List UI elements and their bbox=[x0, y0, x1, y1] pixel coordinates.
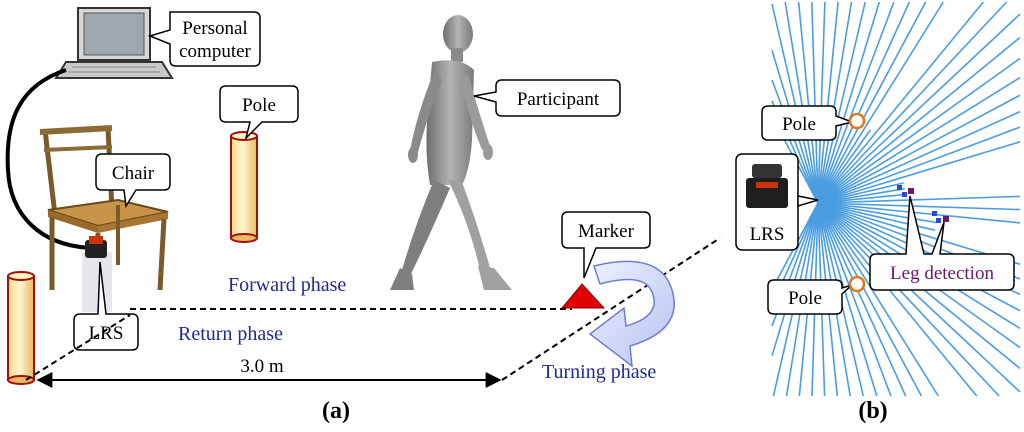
laser-ray bbox=[817, 1, 944, 204]
laser-ray bbox=[817, 126, 1021, 204]
chair-callout: Chair bbox=[95, 153, 171, 209]
laser-ray bbox=[817, 202, 892, 397]
laser-ray bbox=[771, 3, 819, 204]
laser-ray bbox=[817, 110, 1021, 204]
pole-marker-bottom bbox=[848, 275, 866, 293]
forward-phase-label: Forward phase bbox=[228, 274, 346, 296]
laser-ray bbox=[771, 79, 819, 204]
laser-ray bbox=[811, 1, 819, 204]
leg-detection-points bbox=[897, 185, 949, 223]
panel-a-label: (a) bbox=[322, 398, 350, 424]
far-path-line bbox=[501, 237, 721, 381]
laser-ray bbox=[817, 94, 1021, 204]
laser-ray bbox=[817, 1, 866, 204]
laser-ray bbox=[817, 57, 1021, 204]
laser-ray bbox=[817, 202, 978, 397]
return-phase-label: Return phase bbox=[178, 323, 283, 345]
laser-ray bbox=[817, 1, 853, 204]
personal-computer-label-1: Personal bbox=[182, 18, 247, 39]
lrs-sensor-icon-b: LRS bbox=[735, 153, 819, 251]
laser-ray bbox=[817, 1, 881, 204]
laser-ray bbox=[817, 1, 1008, 204]
laser-ray bbox=[817, 187, 905, 204]
laser-ray bbox=[817, 129, 872, 204]
laser-ray bbox=[817, 141, 1021, 204]
chair-label: Chair bbox=[112, 163, 155, 184]
pole-label-b-bottom: Pole bbox=[788, 288, 822, 309]
lrs-label-a: LRS bbox=[89, 323, 124, 344]
turning-arrow-icon bbox=[588, 260, 675, 368]
laser-ray bbox=[817, 202, 939, 397]
participant-label: Participant bbox=[517, 89, 600, 110]
laser-ray bbox=[817, 202, 1000, 397]
lrs-label-b: LRS bbox=[750, 224, 785, 245]
laser-ray bbox=[817, 76, 1021, 204]
laser-ray bbox=[797, 1, 819, 204]
participant-callout: Participant bbox=[473, 79, 621, 117]
laser-ray bbox=[817, 1, 826, 204]
laser-ray bbox=[817, 202, 907, 397]
laser-ray bbox=[817, 202, 878, 397]
pole-callout-a: Pole bbox=[219, 85, 299, 141]
laser-ray bbox=[817, 36, 1021, 204]
participant-figure bbox=[390, 15, 512, 290]
marker-label: Marker bbox=[578, 221, 635, 242]
panel-a: Personal computer Chair bbox=[5, 7, 721, 424]
leg-detection-callout: Leg detection bbox=[869, 195, 1015, 291]
laser-ray bbox=[817, 202, 1021, 211]
laser-ray bbox=[817, 202, 1021, 224]
panel-b: LRS Pole Pole Leg detection (b bbox=[735, 1, 1021, 424]
distance-label: 3.0 m bbox=[240, 356, 284, 377]
pole-callout-b-top: Pole bbox=[761, 105, 855, 141]
pole-label-a: Pole bbox=[242, 95, 276, 116]
leg-detection-label: Leg detection bbox=[890, 263, 994, 284]
laser-ray bbox=[817, 1, 927, 204]
laser-ray bbox=[817, 202, 1021, 393]
laptop-icon bbox=[54, 7, 174, 79]
pole-label-b-top: Pole bbox=[782, 114, 816, 135]
return-path-line bbox=[25, 314, 131, 381]
laser-ray bbox=[817, 1, 895, 204]
laser-ray bbox=[817, 1, 839, 204]
laser-ray bbox=[817, 182, 904, 204]
pole-marker-top bbox=[848, 112, 866, 130]
laser-ray bbox=[817, 202, 937, 224]
laser-ray bbox=[784, 1, 819, 204]
laser-ray bbox=[817, 202, 923, 397]
turning-phase-label: Turning phase bbox=[542, 361, 656, 383]
pole-callout-b-bottom: Pole bbox=[767, 279, 853, 315]
lrs-sensor-icon bbox=[82, 236, 112, 312]
laser-ray bbox=[817, 193, 906, 204]
laser-ray bbox=[817, 13, 1021, 204]
personal-computer-callout: Personal computer bbox=[147, 11, 261, 67]
lrs-callout-a: LRS bbox=[73, 261, 139, 351]
marker-icon bbox=[560, 283, 606, 309]
laser-ray bbox=[817, 1, 984, 204]
laser-ray bbox=[817, 195, 1021, 204]
marker-callout: Marker bbox=[561, 211, 651, 279]
laser-ray bbox=[817, 1, 911, 204]
pole-middle-icon bbox=[230, 131, 258, 243]
laser-ray bbox=[817, 202, 872, 277]
chair-icon bbox=[39, 125, 169, 311]
pole-left-icon bbox=[7, 271, 35, 385]
personal-computer-label-2: computer bbox=[179, 41, 251, 62]
panel-b-label: (b) bbox=[858, 398, 887, 424]
